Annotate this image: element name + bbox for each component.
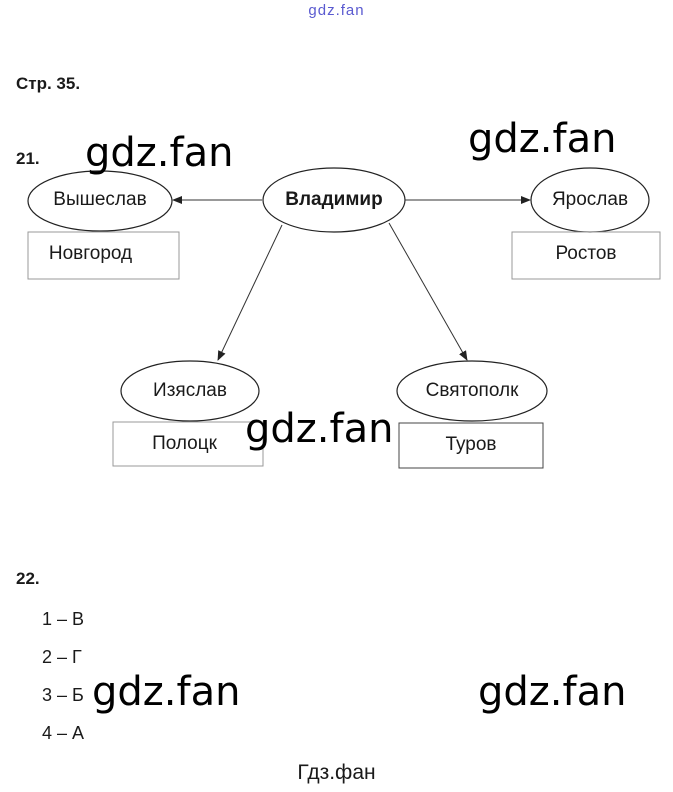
label-turov: Туров	[445, 434, 497, 455]
watermark-4: gdz.fan	[92, 669, 241, 715]
node-svyatopolk	[396, 360, 548, 422]
label-novgorod: Новгород	[48, 243, 133, 264]
arrow-to-izyaslav	[217, 224, 283, 361]
box-novgorod	[27, 231, 180, 280]
watermark-1: gdz.fan	[85, 130, 234, 176]
label-yaroslav: Ярослав	[551, 189, 629, 210]
box-turov	[398, 422, 544, 469]
node-izyaslav	[120, 360, 260, 422]
answer-4: 4 – А	[42, 723, 85, 743]
label-vladimir: Владимир	[285, 189, 383, 210]
page-reference: Стр. 35.	[16, 74, 81, 93]
task-22-number: 22.	[16, 569, 40, 588]
answer-2: 2 – Г	[42, 647, 82, 667]
box-polotsk	[112, 421, 264, 467]
box-rostov	[511, 231, 661, 280]
arrow-to-svyatopolk	[388, 222, 468, 361]
answer-1: 1 – В	[42, 609, 85, 629]
label-svyatopolk: Святополк	[425, 380, 519, 401]
watermark-5: gdz.fan	[478, 669, 627, 715]
answer-3: 3 – Б	[42, 685, 84, 705]
footer-watermark: Гдз.фан	[297, 761, 376, 784]
label-vysheslav: Вышеслав	[53, 189, 147, 210]
watermark-3: gdz.fan	[245, 406, 394, 452]
label-polotsk: Полоцк	[152, 433, 217, 454]
watermark-top: gdz.fan	[308, 2, 365, 19]
watermark-2: gdz.fan	[468, 116, 617, 162]
label-izyaslav: Изяслав	[153, 380, 227, 401]
task-21-number: 21.	[16, 149, 40, 168]
label-rostov: Ростов	[555, 243, 617, 264]
